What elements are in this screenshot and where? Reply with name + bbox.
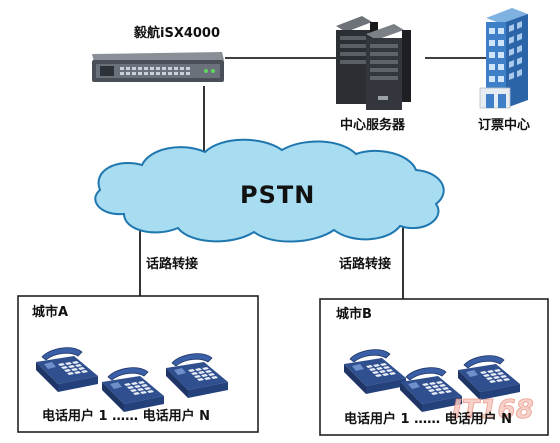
server-label: 中心服务器 — [340, 118, 406, 133]
connection-lines — [139, 57, 492, 299]
city-b-frame — [319, 298, 549, 436]
phone-users-a-label: 电话用户 1 …… 电话用户 N — [42, 409, 211, 424]
building-icon — [479, 8, 528, 109]
city-a-label: 城市A — [32, 305, 69, 320]
gateway-label: 毅航iSX4000 — [134, 26, 221, 41]
relay-label-left: 话路转接 — [146, 257, 199, 272]
svg-text:IT168: IT168 — [452, 395, 534, 425]
relay-label-right: 话路转接 — [339, 257, 392, 272]
watermark-logo: IT168 — [452, 395, 534, 426]
pstn-label: PSTN — [240, 181, 316, 209]
ticketing-label: 订票中心 — [478, 118, 531, 133]
phone-users-b-label: 电话用户 1 …… 电话用户 N — [344, 412, 513, 427]
city-b-label: 城市B — [336, 307, 372, 322]
gateway-device — [92, 52, 224, 82]
server-icon — [336, 16, 411, 110]
pstn-cloud — [94, 138, 445, 243]
